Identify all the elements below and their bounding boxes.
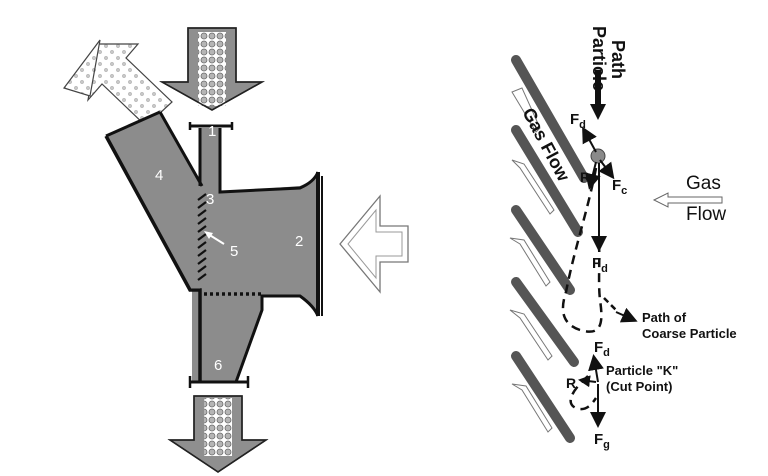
cut-point-label-2: (Cut Point) (606, 379, 672, 394)
r-top-label: R (580, 169, 590, 185)
separator-body (104, 110, 323, 388)
fc-label: Fc (612, 177, 627, 197)
left-separator-group: 1 2 3 4 5 6 (63, 27, 409, 473)
zone-label-6: 6 (214, 357, 222, 374)
r-top-vector (585, 161, 601, 190)
zone-label-5: 5 (230, 243, 238, 260)
fines-outlet-arrow (63, 39, 173, 127)
fd-top-label: Fd (570, 111, 586, 131)
r-low-vector (578, 375, 597, 388)
coarse-outlet-arrow (167, 395, 269, 473)
fd-low-vector (588, 354, 604, 383)
cut-point-path (569, 375, 598, 411)
fd-top-vector (582, 126, 597, 153)
gas-flow-arrows (509, 87, 555, 433)
right-force-diagram: Particle Path Gas Flow Gas Flow Fd R Fc … (509, 26, 737, 451)
coarse-path-label-1: Path of (642, 310, 687, 325)
cut-point-label-1: Particle "K" (606, 363, 678, 378)
fc-vector (598, 159, 615, 180)
gas-flow-right-label-1: Gas (686, 173, 721, 194)
coarse-particle-path (561, 167, 603, 333)
feed-inlet-arrow (159, 27, 265, 111)
fd-low-label: Fd (594, 339, 610, 359)
r-low-label: R (566, 375, 576, 391)
particle-path-label-1: Particle (589, 26, 609, 91)
particle-sphere (590, 148, 606, 164)
zone-label-3: 3 (206, 191, 214, 208)
zone-label-4: 4 (155, 167, 163, 184)
louver-screen (197, 193, 207, 281)
gas-flow-right-label-2: Flow (686, 204, 726, 225)
particle-path-label-2: Path (608, 40, 628, 79)
coarse-path-label-2: Coarse Particle (642, 326, 737, 341)
air-inlet-arrow (339, 194, 409, 294)
louver-bars (511, 55, 589, 443)
gas-flow-right-arrow (652, 192, 723, 208)
fd-mid-label: Fd (592, 255, 608, 275)
fg-label: Fg (594, 431, 610, 451)
zone-label-1: 1 (208, 123, 216, 140)
zone-label-2: 2 (295, 233, 303, 250)
